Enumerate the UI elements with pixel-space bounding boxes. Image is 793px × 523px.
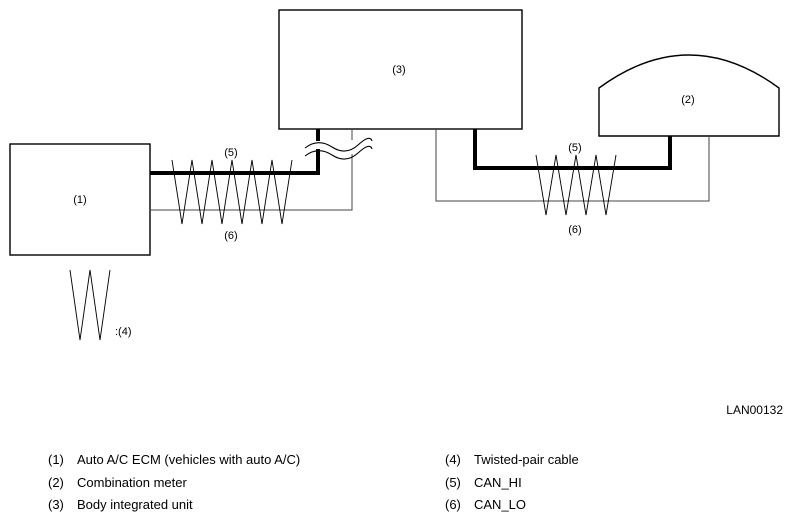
legend-text: Combination meter bbox=[77, 474, 187, 490]
label-twisted-pair: :(4) bbox=[115, 326, 132, 338]
legend-item: (1) Auto A/C ECM (vehicles with auto A/C) bbox=[48, 449, 300, 472]
can-hi-line-right bbox=[473, 129, 672, 170]
twisted-pair-right bbox=[535, 154, 617, 216]
legend-text: CAN_HI bbox=[474, 474, 522, 490]
legend-number: (4) bbox=[445, 452, 461, 467]
legend-text: Body integrated unit bbox=[77, 497, 193, 512]
twisted-pair-left bbox=[171, 159, 293, 225]
label-can-lo-right: (6) bbox=[568, 224, 581, 236]
diagram-code: LAN00132 bbox=[726, 403, 783, 417]
label-ecm: (1) bbox=[73, 194, 86, 206]
legend-text: Auto A/C ECM (vehicles with auto A/C) bbox=[77, 452, 301, 467]
twisted-pair-legend-symbol bbox=[69, 269, 111, 341]
legend-text: Twisted-pair cable bbox=[474, 452, 579, 467]
can-lo-line-right bbox=[435, 129, 710, 202]
label-can-hi-right: (5) bbox=[568, 142, 581, 154]
label-can-lo-left: (6) bbox=[224, 230, 237, 242]
line-break-symbol bbox=[304, 137, 373, 152]
label-can-hi-left: (5) bbox=[224, 147, 237, 159]
legend-item: (6) CAN_LO bbox=[445, 494, 579, 517]
legend-number: (6) bbox=[445, 497, 461, 512]
legend-number: (3) bbox=[48, 497, 64, 512]
auto-ac-ecm-box bbox=[9, 143, 151, 256]
label-meter: (2) bbox=[681, 94, 694, 106]
legend-item: (2) Combination meter bbox=[48, 472, 300, 495]
combination-meter-shape bbox=[598, 54, 780, 137]
can-hi-line-left bbox=[150, 149, 320, 175]
legend-number: (5) bbox=[445, 474, 461, 490]
legend-right-column: (4) Twisted-pair cable (5) CAN_HI (6) CAN_L… bbox=[445, 449, 579, 517]
body-integrated-unit-box bbox=[278, 9, 523, 130]
legend-text: CAN_LO bbox=[474, 497, 527, 512]
legend-number: (2) bbox=[48, 474, 64, 490]
can-lo-line-left bbox=[150, 154, 353, 211]
legend-left-column: (1) Auto A/C ECM (vehicles with auto A/C)… bbox=[48, 449, 300, 517]
legend-item: (5) CAN_HI bbox=[445, 472, 579, 495]
line-break-symbol-lower bbox=[304, 145, 373, 160]
legend-item: (3) Body integrated unit bbox=[48, 494, 300, 517]
label-body-unit: (3) bbox=[392, 64, 405, 76]
legend-item: (4) Twisted-pair cable bbox=[445, 449, 579, 472]
legend-number: (1) bbox=[48, 452, 64, 467]
